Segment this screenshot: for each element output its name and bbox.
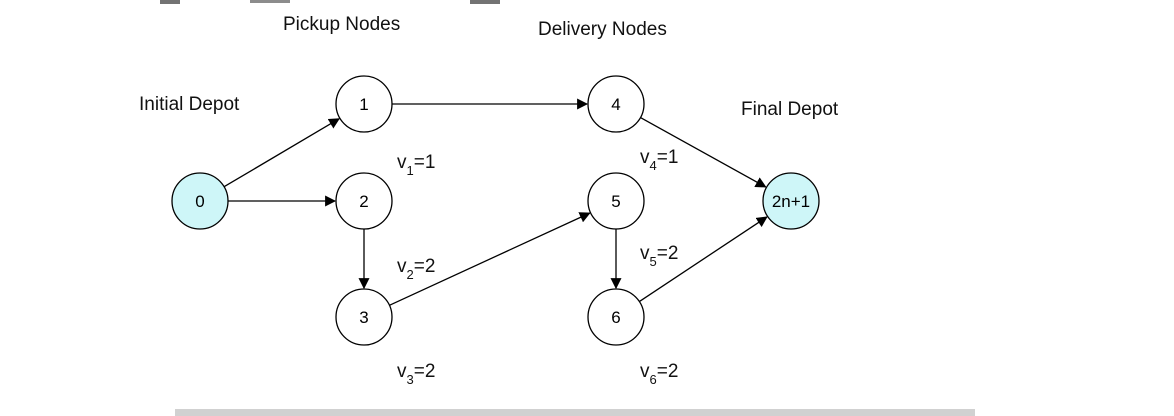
final-depot-label: Final Depot — [741, 99, 839, 120]
variable-label-v1: v1=1 — [397, 152, 435, 178]
variable-subscript: 4 — [650, 158, 657, 173]
node-circle — [171, 172, 229, 230]
pickup-nodes-label: Pickup Nodes — [283, 14, 400, 35]
node-1: 1 — [335, 75, 393, 133]
variable-base: v — [397, 152, 407, 173]
node-label: 1 — [359, 95, 368, 114]
initial-depot-label: Initial Depot — [139, 94, 240, 115]
node-4: 4 — [587, 75, 645, 133]
delivery-nodes-label: Delivery Nodes — [538, 19, 667, 40]
node-2: 2 — [335, 172, 393, 230]
node-circle — [587, 172, 645, 230]
edge-3-to-5 — [389, 212, 591, 306]
variable-subscript: 3 — [407, 372, 414, 387]
variable-label-v2: v2=2 — [397, 256, 435, 282]
node-label: 3 — [359, 308, 368, 327]
edge-6-to-2n+1 — [638, 216, 768, 303]
variable-base: v — [397, 256, 407, 277]
variable-value: =2 — [414, 361, 436, 382]
node-6: 6 — [587, 288, 645, 346]
node-2nplus1: 2n+1 — [762, 172, 820, 230]
node-label: 4 — [611, 95, 620, 114]
variable-label-v5: v5=2 — [640, 243, 678, 269]
variable-value: =1 — [414, 152, 436, 173]
node-label: 0 — [195, 192, 204, 211]
node-label: 2 — [359, 192, 368, 211]
edge-0-to-1 — [223, 118, 340, 188]
variable-subscript: 5 — [650, 254, 657, 269]
variable-value: =2 — [657, 243, 679, 264]
variable-value: =1 — [657, 147, 679, 168]
cropped-bottom-text — [175, 409, 975, 416]
cropped-top-text — [160, 0, 500, 4]
node-label: 6 — [611, 308, 620, 327]
variable-base: v — [640, 243, 650, 264]
node-circle — [335, 288, 393, 346]
node-label: 5 — [611, 192, 620, 211]
node-0: 0 — [171, 172, 229, 230]
edge-4-to-2n+1 — [640, 117, 767, 188]
variable-subscript: 2 — [407, 267, 414, 282]
variable-label-v3: v3=2 — [397, 361, 435, 387]
node-3: 3 — [335, 288, 393, 346]
node-label: 2n+1 — [772, 192, 810, 211]
variable-label-v6: v6=2 — [640, 361, 678, 387]
node-circle — [762, 172, 820, 230]
node-circle — [335, 172, 393, 230]
variable-label-v4: v4=1 — [640, 147, 678, 173]
node-circle — [335, 75, 393, 133]
variable-subscript: 6 — [650, 372, 657, 387]
variable-labels: v1=1v2=2v3=2v4=1v5=2v6=2 — [397, 147, 678, 387]
variable-subscript: 1 — [407, 163, 414, 178]
node-5: 5 — [587, 172, 645, 230]
variable-base: v — [640, 147, 650, 168]
variable-base: v — [397, 361, 407, 382]
nodes: 0 1 2 3 4 5 6 2n+1 — [171, 75, 820, 346]
node-circle — [587, 288, 645, 346]
node-circle — [587, 75, 645, 133]
variable-value: =2 — [657, 361, 679, 382]
variable-value: =2 — [414, 256, 436, 277]
edges — [223, 98, 768, 306]
variable-base: v — [640, 361, 650, 382]
